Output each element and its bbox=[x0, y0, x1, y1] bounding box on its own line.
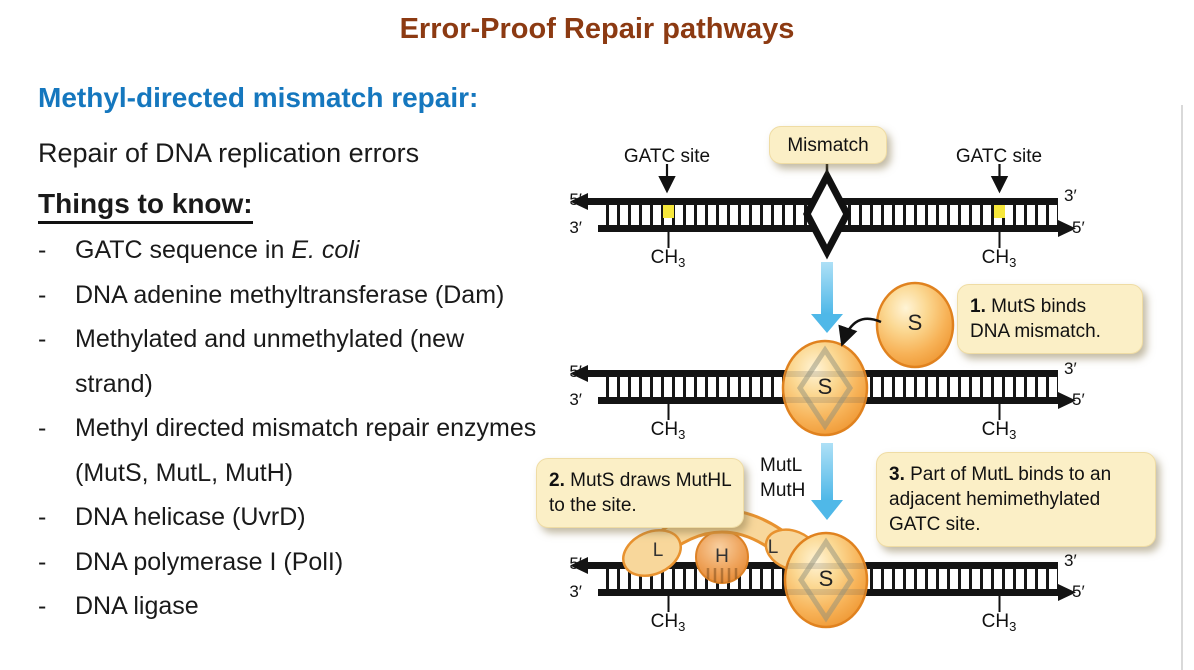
dna-duplex-2 bbox=[570, 281, 1076, 437]
mutl-label: MutL bbox=[760, 455, 803, 476]
five-prime-label: 5′ bbox=[569, 190, 582, 209]
mutl-muth-labels: MutL MutH bbox=[760, 453, 805, 503]
muts-protein bbox=[783, 531, 869, 629]
list-item-continuation: strand) bbox=[38, 362, 543, 407]
bullet-dash: - bbox=[38, 547, 47, 576]
muts-label-bound: S bbox=[817, 374, 833, 399]
gatc-site-highlight-left bbox=[663, 205, 674, 218]
mismatch-seen-through-muts bbox=[785, 537, 867, 623]
methyl-group-label: CH3 bbox=[650, 611, 686, 634]
bullet-dash: - bbox=[38, 236, 47, 264]
list-item-text: DNA helicase (UvrD) bbox=[75, 503, 306, 531]
mismatch-bubble bbox=[803, 168, 851, 260]
five-prime-label: 5′ bbox=[1072, 218, 1085, 237]
gatc-site-label-right: GATC site bbox=[955, 146, 1043, 167]
list-item-text: DNA adenine methyltransferase (Dam) bbox=[75, 280, 505, 309]
bullet-dash: - bbox=[38, 503, 47, 531]
list-item: -DNA helicase (UvrD) bbox=[38, 495, 543, 540]
muts-label-free: S bbox=[907, 310, 923, 335]
list-title: Things to know: bbox=[38, 188, 253, 224]
gatc-site-label-left: GATC site bbox=[623, 146, 711, 167]
section-subheading: Repair of DNA replication errors bbox=[38, 138, 420, 168]
step-arrow-1 bbox=[811, 262, 843, 333]
strand-5prime-arrow bbox=[570, 193, 588, 210]
mismatch-repair-figure bbox=[570, 158, 1076, 629]
muts-protein-free bbox=[875, 281, 955, 369]
list-item-text: Methylated and unmethylated (new bbox=[75, 325, 465, 353]
muth-label-on-dna: H bbox=[715, 546, 729, 567]
list-item: -DNA polymerase I (PolI) bbox=[38, 540, 543, 585]
step1-caption: 1. MutS binds DNA mismatch. bbox=[957, 284, 1143, 354]
step-arrow-2 bbox=[811, 443, 843, 520]
section-heading: Methyl-directed mismatch repair: bbox=[38, 82, 479, 113]
dna-duplex-3 bbox=[570, 508, 1076, 629]
three-prime-label: 3′ bbox=[1064, 186, 1077, 205]
list-item: -Methyl directed mismatch repair enzymes bbox=[38, 406, 543, 451]
step2-caption: 2. MutS draws MutHL to the site. bbox=[536, 458, 744, 528]
mutl-lobe-label-right: L bbox=[767, 537, 779, 558]
five-prime-label: 5′ bbox=[1072, 582, 1085, 601]
list-item-text: (MutS, MutL, MutH) bbox=[75, 458, 294, 487]
methyl-group-label: CH3 bbox=[650, 419, 686, 442]
step3-caption: 3. Part of MutL binds to an adjacent hem… bbox=[876, 452, 1156, 547]
list-item-continuation: (MutS, MutL, MutH) bbox=[38, 451, 543, 496]
bullet-dash: - bbox=[38, 592, 47, 620]
strand-5prime-arrow bbox=[1058, 392, 1076, 409]
things-to-know-list: -GATC sequence in E. coli -DNA adenine m… bbox=[38, 228, 543, 629]
bullet-dash: - bbox=[38, 414, 47, 442]
bullet-dash: - bbox=[38, 280, 47, 309]
list-item-text: DNA polymerase I (PolI) bbox=[75, 547, 344, 576]
three-prime-label: 3′ bbox=[569, 218, 582, 237]
list-item-text: DNA ligase bbox=[75, 592, 199, 620]
mutl-lobe-label-left: L bbox=[652, 540, 664, 561]
list-item: -Methylated and unmethylated (new bbox=[38, 317, 543, 362]
mismatch-seen-through-muts bbox=[783, 345, 867, 431]
mutl-lobe-left bbox=[622, 529, 682, 577]
list-item: -DNA ligase bbox=[38, 584, 543, 629]
methyl-group-label: CH3 bbox=[981, 611, 1017, 634]
bullet-dash: - bbox=[38, 325, 47, 353]
strand-5prime-arrow bbox=[1058, 584, 1076, 601]
methyl-group-label: CH3 bbox=[981, 419, 1017, 442]
binding-arrow bbox=[838, 317, 882, 347]
list-item-text: strand) bbox=[75, 369, 153, 398]
muth-label: MutH bbox=[760, 480, 806, 501]
five-prime-label: 5′ bbox=[1072, 390, 1085, 409]
mismatch-callout: Mismatch bbox=[769, 126, 887, 164]
methyl-group-label: CH3 bbox=[981, 247, 1017, 270]
three-prime-label: 3′ bbox=[1064, 551, 1077, 570]
strand-5prime-arrow bbox=[1058, 220, 1076, 237]
list-item: -GATC sequence in E. coli bbox=[38, 228, 543, 273]
three-prime-label: 3′ bbox=[569, 390, 582, 409]
strand-5prime-arrow bbox=[570, 365, 588, 382]
methyl-group-label: CH3 bbox=[650, 247, 686, 270]
list-item: -DNA adenine methyltransferase (Dam) bbox=[38, 273, 543, 318]
three-prime-label: 3′ bbox=[569, 582, 582, 601]
five-prime-label: 5′ bbox=[569, 554, 582, 573]
three-prime-label: 3′ bbox=[1064, 359, 1077, 378]
rungs-through-muth bbox=[706, 568, 738, 583]
gatc-site-highlight-right bbox=[994, 205, 1005, 218]
list-item-text: GATC sequence in E. coli bbox=[75, 236, 360, 264]
list-item-text: Methyl directed mismatch repair enzymes bbox=[75, 414, 537, 442]
page-title: Error-Proof Repair pathways bbox=[399, 13, 795, 45]
muts-label-bound: S bbox=[818, 566, 834, 591]
dna-duplex-1 bbox=[570, 158, 1076, 260]
five-prime-label: 5′ bbox=[569, 362, 582, 381]
strand-5prime-arrow bbox=[570, 557, 588, 574]
muts-protein bbox=[781, 339, 869, 437]
scan-page-edge bbox=[1181, 105, 1183, 670]
